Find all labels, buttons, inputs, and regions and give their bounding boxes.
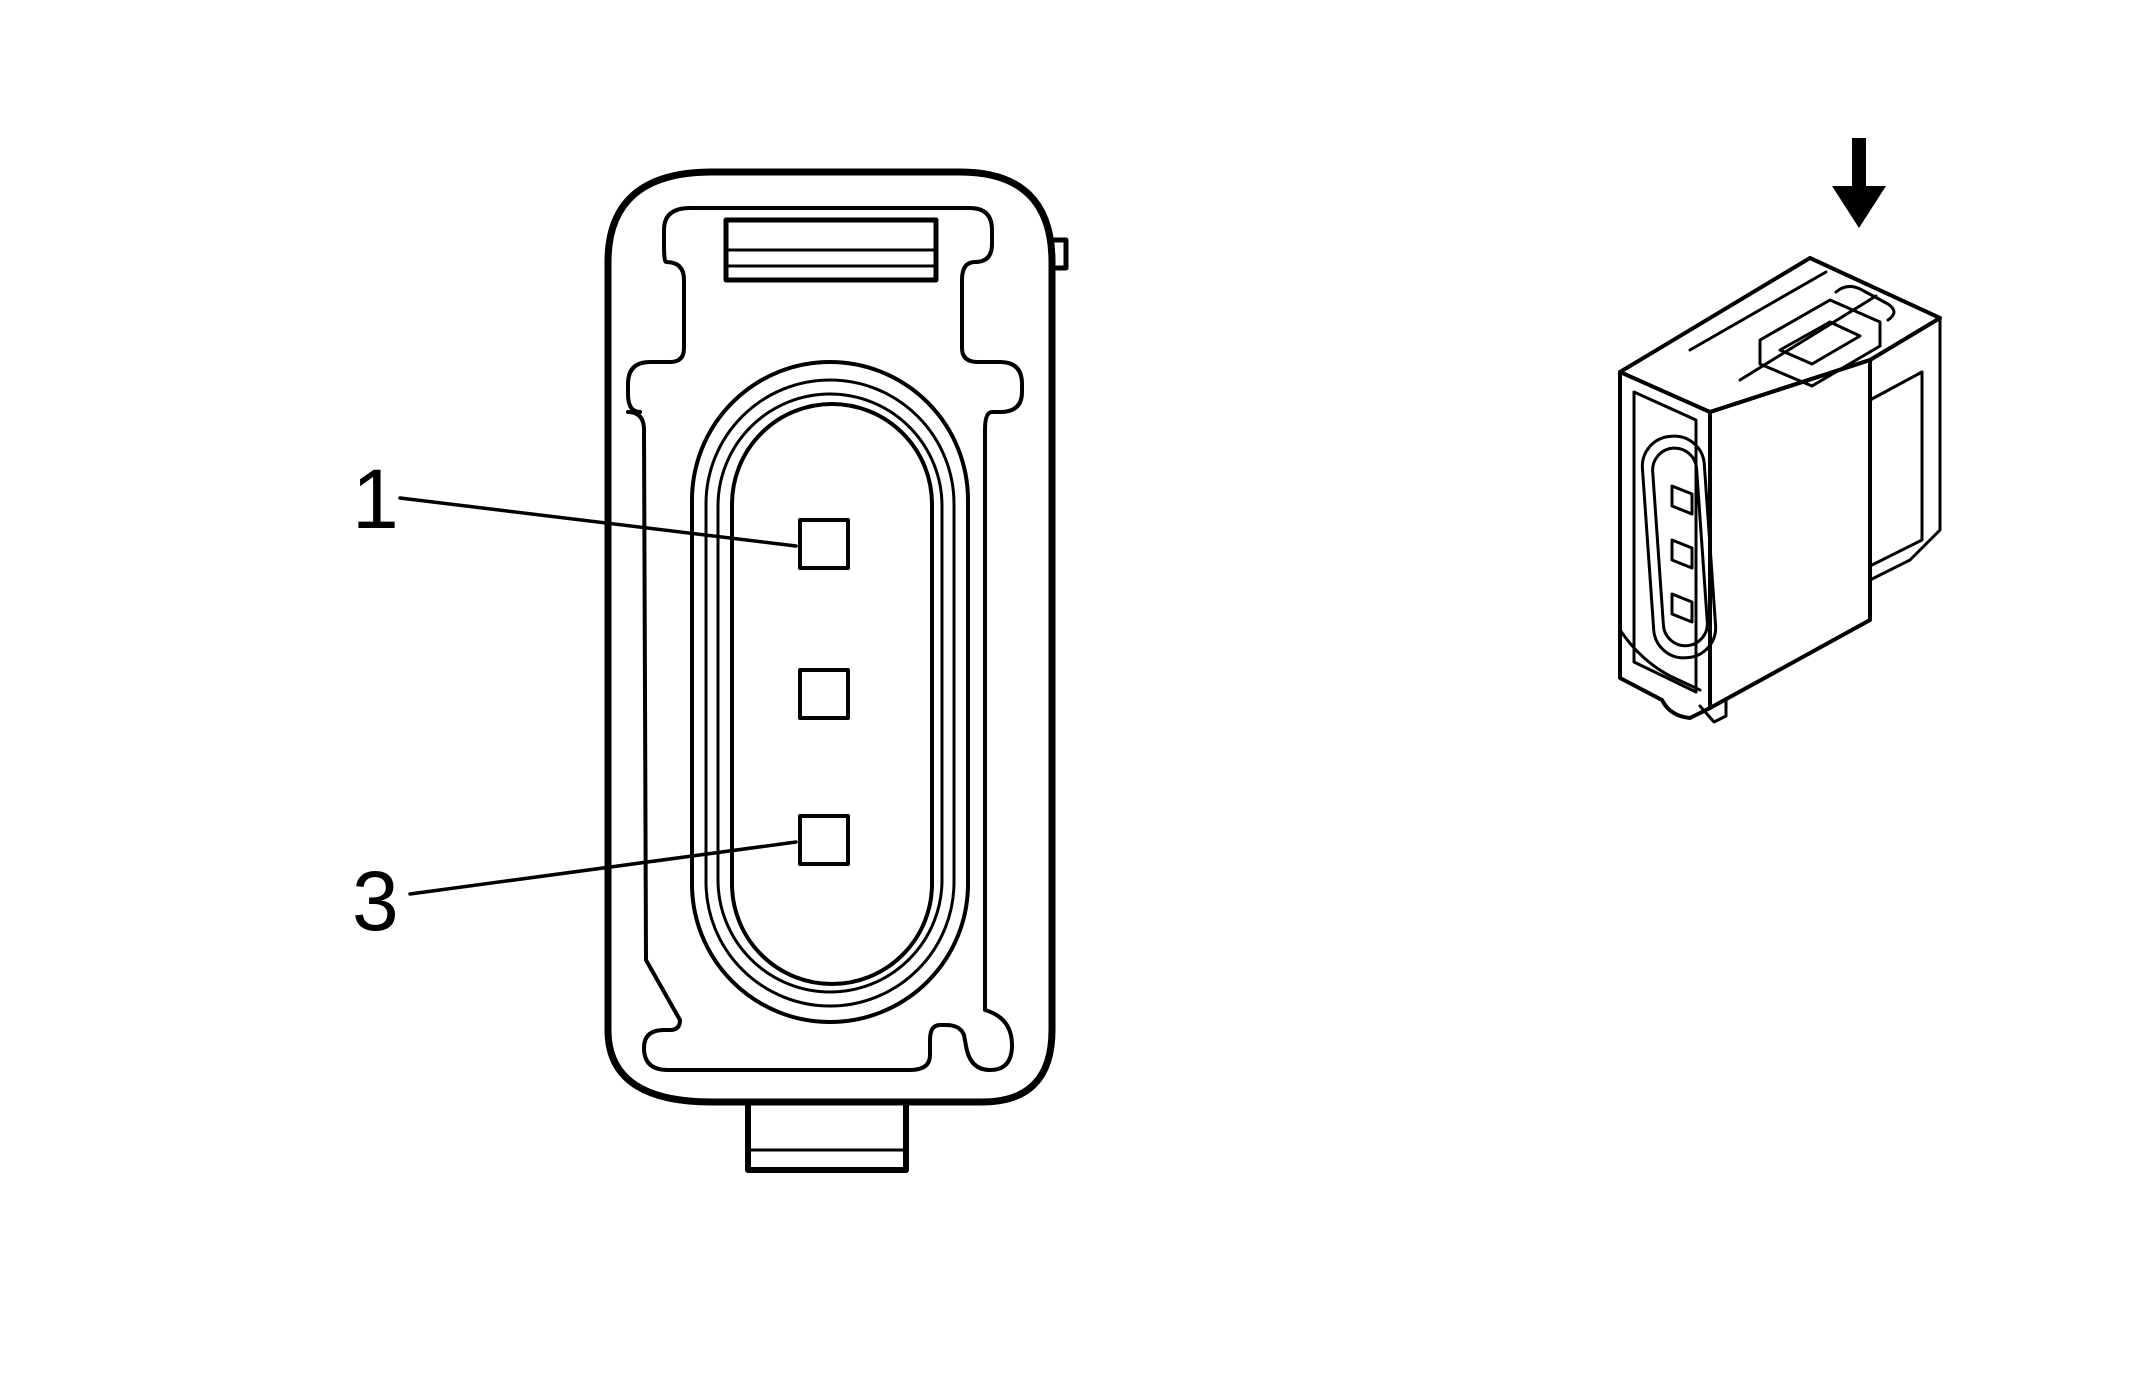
pin-label-1: 1 [352, 452, 399, 546]
connector-front-face [1618, 370, 1712, 720]
pin-label-3: 3 [352, 854, 399, 948]
pin-cavity-2 [798, 668, 850, 720]
connector-bottom-lip [1618, 628, 1702, 692]
seal-middle [704, 378, 956, 1008]
connector-right-flange [1868, 316, 1942, 582]
connector-side-rib [1868, 370, 1924, 568]
connector-isometric-view [1618, 138, 1942, 724]
connector-front-pin-2 [1670, 538, 1694, 570]
connector-bottom-foot [1698, 698, 1728, 724]
connector-front-seal [1640, 434, 1718, 660]
connector-face-view [398, 168, 1069, 1173]
connector-top-latch-slot [1778, 320, 1862, 366]
connector-front-seal-inner [1651, 446, 1709, 648]
leader-line-pin-3 [408, 840, 798, 896]
bottom-key-tab [745, 1099, 909, 1173]
leader-line-pin-1 [398, 496, 798, 548]
pin-cavity-1 [798, 518, 850, 570]
connector-front-pin-3 [1670, 592, 1694, 624]
connector-front-pin-1 [1670, 484, 1694, 516]
inner-pocket-outline [626, 206, 1024, 1072]
housing-outline [604, 168, 1056, 1106]
seal-inner-b [730, 402, 934, 986]
connector-top-latch [1758, 298, 1882, 388]
down-arrow-icon [1832, 138, 1886, 228]
seal-outer [690, 360, 970, 1024]
side-nub [1049, 237, 1069, 271]
pin-cavity-3 [798, 814, 850, 866]
connector-right-face [1708, 358, 1872, 710]
connector-top-latch-detail [1834, 285, 1896, 322]
seal-inner-a [716, 392, 944, 994]
connector-front-inner [1632, 390, 1698, 694]
